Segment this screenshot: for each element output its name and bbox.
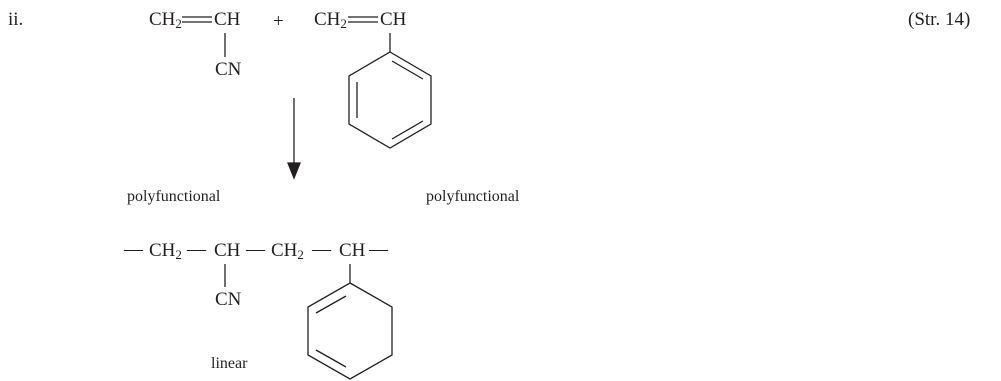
product-ch-2: CH bbox=[339, 240, 366, 261]
styrene-ring-inner-bond-2 bbox=[391, 120, 424, 140]
annotation-bottom: linear bbox=[211, 355, 248, 372]
annotation-right: polyfunctional bbox=[426, 188, 520, 205]
acrylonitrile-cn: CN bbox=[215, 59, 242, 80]
product-cn: CN bbox=[215, 289, 242, 310]
product-dash-1: — bbox=[187, 239, 206, 260]
product-ring bbox=[307, 282, 393, 380]
product-chain-start-dash: — bbox=[124, 239, 143, 260]
product-ch-1: CH bbox=[214, 240, 241, 261]
product-ring-inner-bond-2 bbox=[315, 349, 347, 368]
annotation-left: polyfunctional bbox=[127, 188, 221, 205]
product-ch2-2: CH2 bbox=[271, 240, 304, 262]
product-ring-inner-bond-1 bbox=[315, 295, 347, 314]
acrylonitrile-ch2: CH2 bbox=[149, 9, 182, 31]
item-label: ii. bbox=[8, 9, 24, 30]
styrene-ch: CH bbox=[380, 9, 407, 30]
product-dash-2: — bbox=[246, 239, 265, 260]
product-dash-3: — bbox=[312, 239, 331, 260]
product-chain-end-dash: — bbox=[369, 239, 388, 260]
plus-sign: + bbox=[273, 11, 284, 32]
styrene-ch2: CH2 bbox=[314, 9, 347, 31]
structure-reference: (Str. 14) bbox=[908, 9, 971, 30]
reaction-arrow-head bbox=[287, 162, 301, 180]
styrene-ring-inner-bond-1 bbox=[391, 60, 424, 80]
styrene-benzene-ring bbox=[348, 51, 432, 149]
product-ch2-1: CH2 bbox=[149, 240, 182, 262]
acrylonitrile-ch: CH bbox=[214, 9, 241, 30]
